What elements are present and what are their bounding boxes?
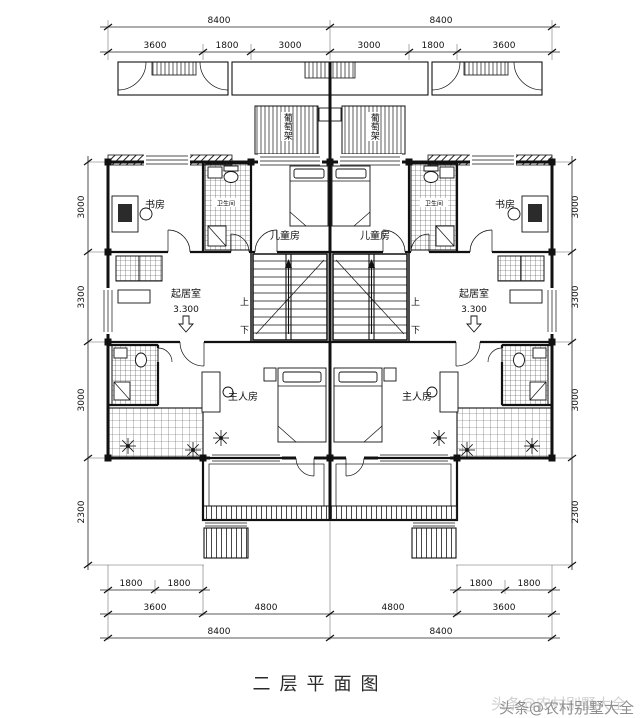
watermark: 头条@农村别墅大全	[498, 699, 634, 717]
dim-right-4: 2300	[571, 500, 581, 523]
dim-b2-3: 4800	[382, 603, 405, 613]
balconies	[201, 454, 459, 559]
dim-b2-1: 3600	[144, 603, 167, 613]
dim-top2-4: 3000	[358, 41, 381, 51]
dim-top2-1: 3600	[144, 41, 167, 51]
bath-master-left-fixtures	[113, 347, 147, 401]
dim-right-1: 3000	[571, 195, 581, 218]
label-kids-left: 儿童房	[270, 229, 300, 242]
plant-icon	[458, 441, 476, 459]
dimensions-right: 3000 3300 3000 2300	[567, 156, 581, 570]
dresser-right-icon	[426, 371, 459, 413]
doors	[157, 229, 503, 367]
dimensions-top: 8400 8400 3600 1800 3000 3000 1800 3600	[100, 16, 560, 56]
label-study-right: 书房	[495, 198, 515, 211]
dim-right-3: 3000	[571, 388, 581, 411]
label-master-right: 主人房	[402, 390, 432, 403]
dim-top2-5: 1800	[422, 41, 445, 51]
dim-b3-2: 8400	[430, 627, 453, 637]
label-bath-top-left: 卫生间	[217, 200, 235, 208]
label-trellis-left: 葡萄架	[281, 112, 292, 141]
level-arrow-left	[178, 315, 194, 333]
label-study-left: 书房	[145, 198, 165, 211]
label-stair-up-right: 上	[411, 297, 420, 308]
dim-b1-1: 1800	[120, 579, 143, 589]
label-trellis-right: 葡萄架	[368, 112, 379, 141]
level-arrow-right	[466, 315, 482, 333]
plant-icon	[212, 429, 230, 447]
dim-b1-3: 1800	[470, 579, 493, 589]
dim-left-4: 2300	[77, 500, 87, 523]
bath-master-right-fixtures	[513, 347, 547, 401]
label-living-right: 起居室	[459, 287, 489, 300]
building	[106, 62, 554, 520]
dimensions-bottom: 1800 1800 1800 1800 3600 4800 4800 3600 …	[100, 579, 560, 642]
dim-top1-1: 8400	[208, 16, 231, 26]
dim-right-2: 3300	[571, 285, 581, 308]
dimensions-left: 3000 3300 3000 2300	[77, 156, 93, 570]
label-level-left: 3.300	[173, 305, 199, 315]
drawing-title: 二层平面图	[252, 674, 388, 695]
dim-top1-2: 8400	[430, 16, 453, 26]
plant-icon	[119, 437, 137, 455]
plant-icon	[430, 429, 448, 447]
dim-b2-4: 3600	[493, 603, 516, 613]
dresser-left-icon	[201, 371, 234, 413]
floor-plan-svg: 8400 8400 3600 1800 3000 3000 1800 3600 …	[77, 16, 581, 642]
dim-left-2: 3300	[77, 285, 87, 308]
lower-balcony-left	[203, 527, 249, 559]
bath-top-left-fixtures	[207, 165, 239, 247]
dim-b2-2: 4800	[255, 603, 278, 613]
bed-kids-right-icon	[331, 165, 371, 227]
label-bath-top-right: 卫生间	[425, 200, 443, 208]
label-living-left: 起居室	[171, 287, 201, 300]
label-stair-down-left: 下	[240, 326, 249, 336]
dim-top2-2: 1800	[216, 41, 239, 51]
label-kids-right: 儿童房	[360, 229, 390, 242]
label-stair-down-right: 下	[411, 326, 420, 336]
staircase-right	[332, 253, 408, 341]
extension-lines	[88, 20, 572, 640]
dim-b1-4: 1800	[518, 579, 541, 589]
staircase-left	[252, 253, 328, 341]
dim-top2-3: 3000	[279, 41, 302, 51]
bed-master-left-icon	[263, 367, 327, 443]
plant-icon	[184, 441, 202, 459]
label-level-right: 3.300	[461, 305, 487, 315]
desk-left-icon	[111, 195, 153, 233]
dim-b1-2: 1800	[168, 579, 191, 589]
desk-right-icon	[507, 195, 549, 233]
lower-balcony-right	[411, 527, 457, 559]
dim-left-1: 3000	[77, 195, 87, 218]
label-stair-up-left: 上	[240, 297, 249, 308]
dim-left-3: 3000	[77, 388, 87, 411]
plant-icon	[523, 437, 541, 455]
bed-kids-left-icon	[289, 165, 329, 227]
watermark-echo: 头条@农村别墅大全	[490, 695, 626, 713]
bed-master-right-icon	[333, 367, 397, 443]
planter-boxes	[115, 255, 545, 304]
room-labels: 书房 书房 儿童房 儿童房 起居室 起居室 3.300 3.300 主人房 主人…	[145, 198, 515, 403]
dim-b3-1: 8400	[208, 627, 231, 637]
label-master-left: 主人房	[228, 390, 258, 403]
dim-top2-6: 3600	[493, 41, 516, 51]
bath-top-right-fixtures	[423, 165, 455, 247]
